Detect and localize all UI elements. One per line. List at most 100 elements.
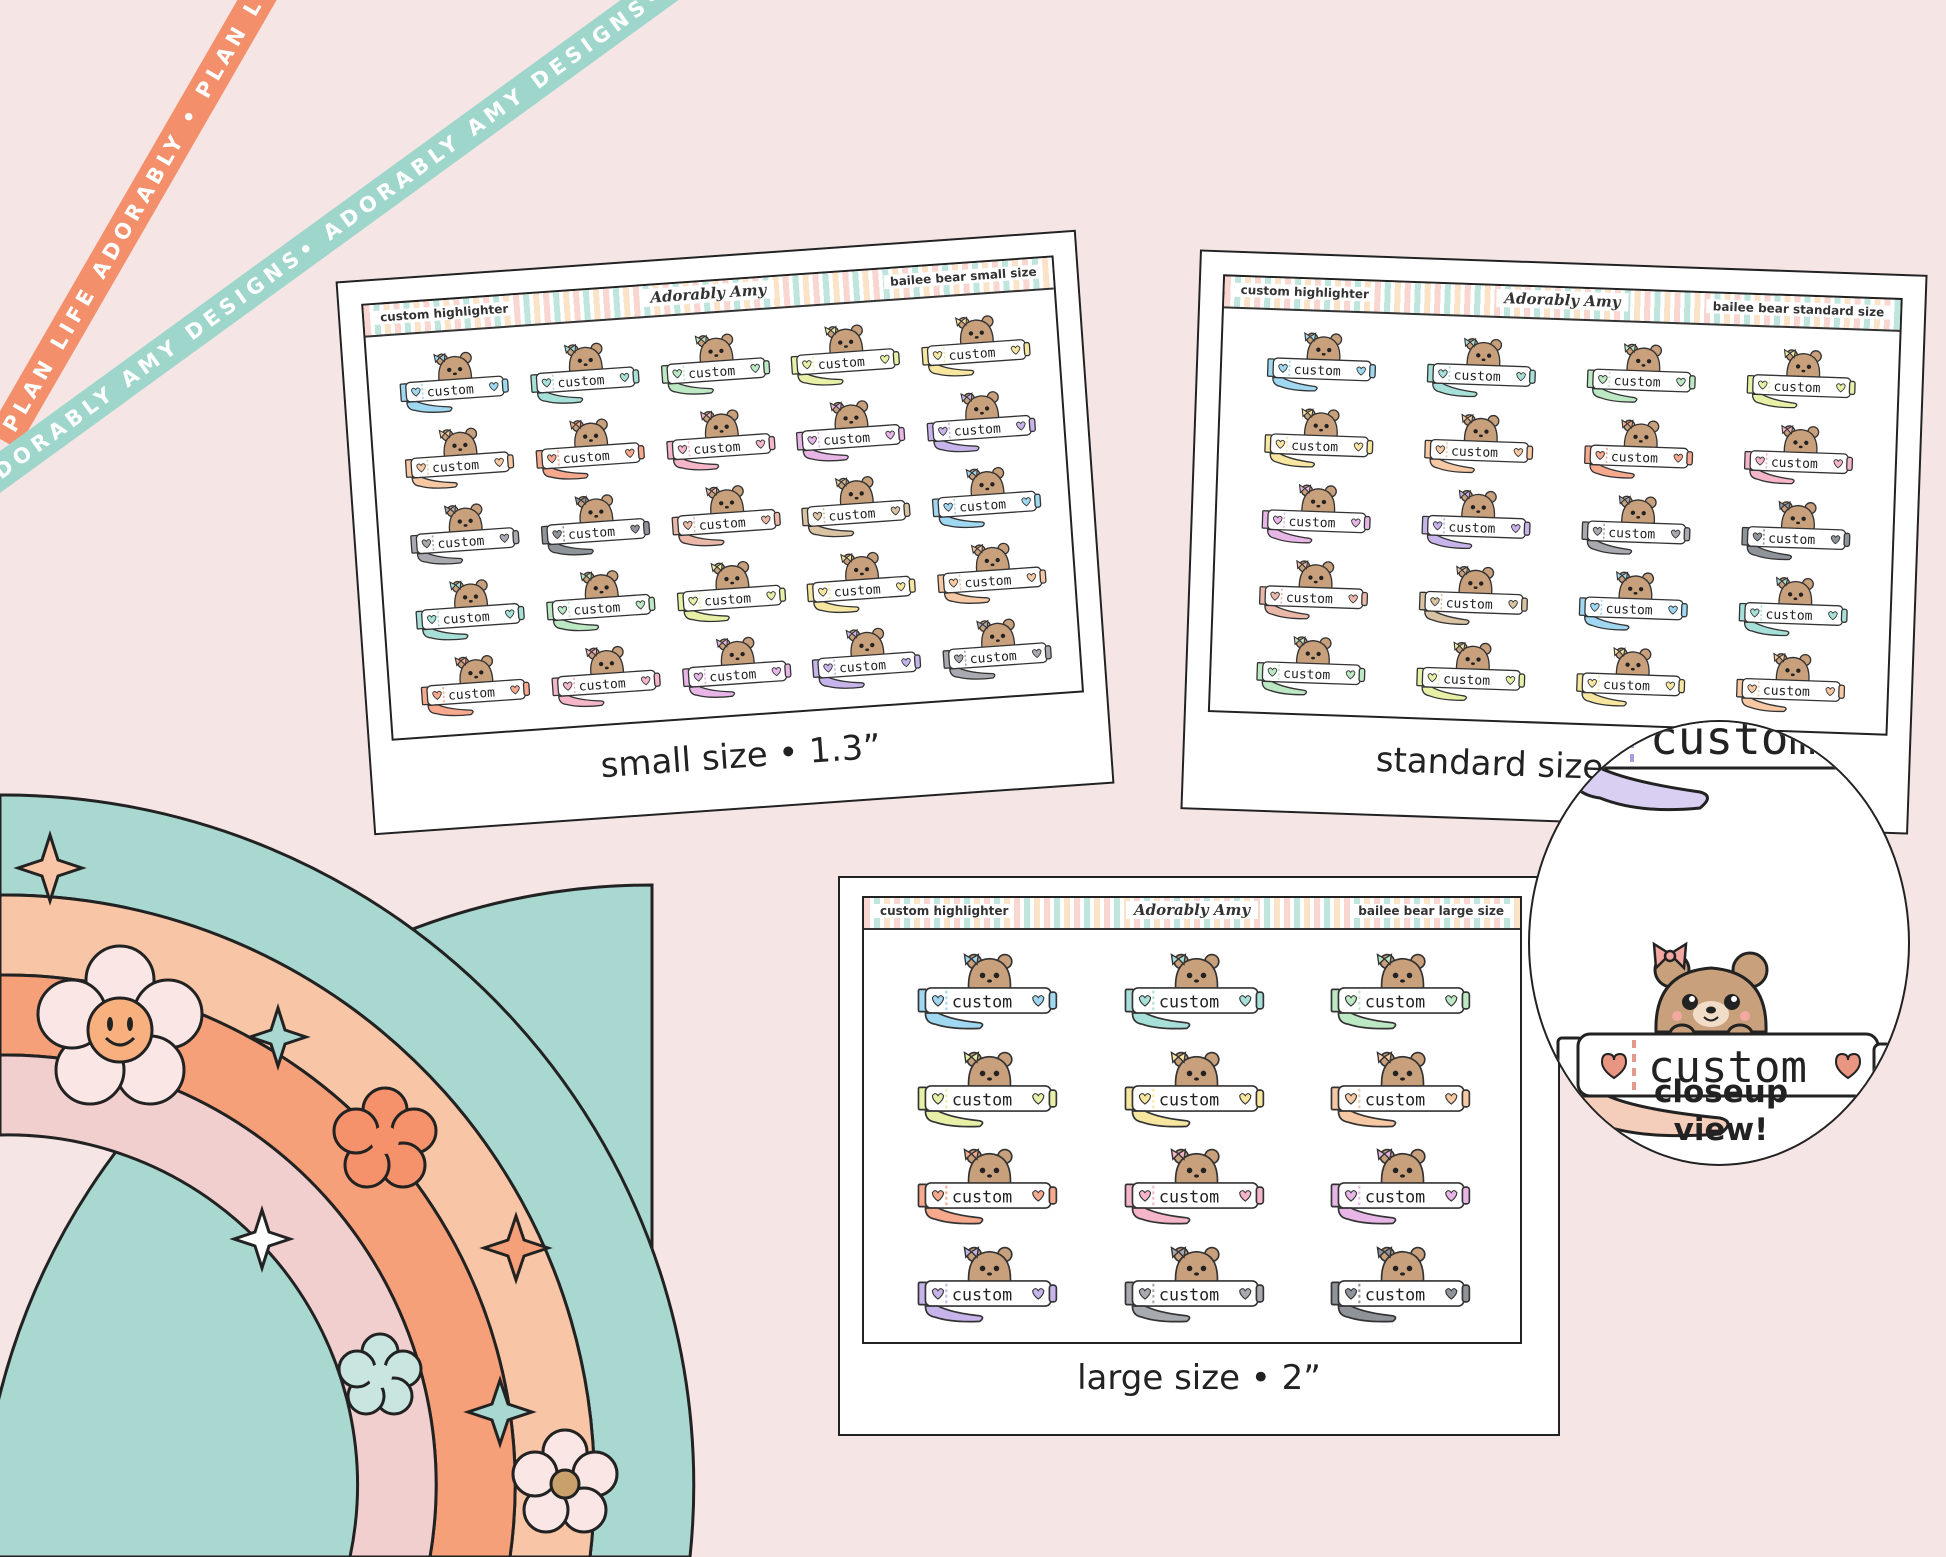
sticker-word: custom bbox=[1613, 374, 1661, 391]
sticker-word: custom bbox=[952, 991, 1012, 1011]
closeup-line-1: closeup bbox=[1654, 1074, 1788, 1110]
bear-highlighter-sticker: custom bbox=[1089, 1137, 1296, 1235]
sticker-word: custom bbox=[1443, 672, 1491, 689]
sticker-word: custom bbox=[442, 610, 490, 628]
bear-highlighter-sticker: custom bbox=[1708, 642, 1871, 724]
sticker-word: custom bbox=[1286, 591, 1334, 608]
sticker-word: custom bbox=[1448, 520, 1496, 537]
sticker-word: custom bbox=[693, 440, 741, 458]
bear-highlighter-sticker: custom bbox=[400, 567, 536, 652]
sticker-word: custom bbox=[562, 449, 610, 467]
bear-highlighter-sticker: custom bbox=[1228, 625, 1391, 707]
sheet-header: custom highlighter Adorably Amy bailee b… bbox=[864, 898, 1520, 930]
sheet-size-label: bailee bear standard size bbox=[1706, 299, 1891, 320]
bear-highlighter-sticker: custom bbox=[1553, 484, 1716, 566]
standard-size-sheet: custom highlighter Adorably Amy bailee b… bbox=[1207, 274, 1903, 736]
closeup-line-2: view! bbox=[1674, 1112, 1769, 1148]
sticker-word: custom bbox=[1159, 1284, 1219, 1304]
bear-highlighter-sticker: custom bbox=[1551, 560, 1714, 642]
bear-highlighter-sticker: custom bbox=[645, 321, 781, 406]
sticker-word: custom bbox=[1453, 368, 1501, 385]
bow-icon bbox=[1652, 941, 1688, 971]
small-size-card: custom highlighter Adorably Amy bailee b… bbox=[335, 229, 1115, 836]
sticker-word: custom bbox=[1283, 667, 1331, 684]
bear-highlighter-sticker: custom bbox=[1089, 1235, 1296, 1333]
sticker-word: custom bbox=[964, 573, 1012, 591]
sticker-word: custom bbox=[1365, 1186, 1425, 1206]
closeup-word: custom bbox=[1648, 1042, 1807, 1093]
standard-size-card: custom highlighter Adorably Amy bailee b… bbox=[1180, 249, 1928, 835]
sticker-word: custom bbox=[448, 685, 496, 703]
bear-highlighter-sticker: custom bbox=[384, 339, 520, 424]
closeup-circle: custom bbox=[1528, 720, 1910, 1166]
bear-highlighter-sticker: custom bbox=[515, 330, 651, 415]
sticker-word: custom bbox=[426, 382, 474, 400]
sticker-word: custom bbox=[1445, 596, 1493, 613]
closeup-stickers: custom bbox=[1556, 722, 1902, 1148]
bear-highlighter-sticker: custom bbox=[927, 606, 1063, 691]
sticker-word: custom bbox=[578, 676, 626, 694]
sticker-word: custom bbox=[567, 525, 615, 543]
smiley-flower-icon bbox=[36, 944, 204, 1106]
large-size-card: custom highlighter Adorably Amy bailee b… bbox=[838, 876, 1560, 1436]
bear-highlighter-sticker: custom bbox=[1236, 397, 1399, 479]
sticker-word: custom bbox=[1159, 1186, 1219, 1206]
sticker-word: custom bbox=[959, 497, 1007, 515]
sticker-word: custom bbox=[1365, 991, 1425, 1011]
daisy-icon bbox=[511, 1428, 619, 1534]
brand-logo: Adorably Amy bbox=[641, 279, 775, 308]
sticker-word: custom bbox=[969, 649, 1017, 667]
sticker-word: custom bbox=[1765, 607, 1813, 624]
bear-highlighter-sticker: custom bbox=[1234, 473, 1397, 555]
sticker-word: custom bbox=[1768, 532, 1816, 549]
sticker-word: custom bbox=[698, 516, 746, 534]
sticker-word: custom bbox=[828, 506, 876, 524]
bear-highlighter-sticker: custom bbox=[912, 379, 1048, 464]
bear-highlighter-sticker: custom bbox=[1295, 1137, 1502, 1235]
bear-highlighter-sticker: custom bbox=[882, 1137, 1089, 1235]
sparkle-icon bbox=[229, 1205, 295, 1273]
sticker-word: custom bbox=[1159, 1089, 1219, 1109]
bear-highlighter-sticker: custom bbox=[1388, 630, 1551, 712]
bear-highlighter-sticker: custom bbox=[520, 406, 656, 491]
sticker-word: custom bbox=[1288, 515, 1336, 532]
bear-highlighter-sticker: custom bbox=[776, 312, 912, 397]
heart-icon bbox=[1600, 1052, 1628, 1080]
sticker-word: custom bbox=[1294, 363, 1342, 380]
bear-highlighter-sticker: custom bbox=[882, 942, 1089, 1040]
bear-highlighter-sticker: custom bbox=[781, 388, 917, 473]
sticker-word: custom bbox=[1773, 380, 1821, 397]
sheet-title: custom highlighter bbox=[874, 904, 1015, 918]
bear-highlighter-sticker: custom bbox=[1396, 402, 1559, 484]
orange-flower-icon bbox=[332, 1086, 438, 1189]
sticker-word: custom bbox=[1611, 450, 1659, 467]
bear-icon bbox=[1652, 941, 1769, 1045]
sparkle-icon bbox=[13, 830, 87, 906]
sticker-word: custom bbox=[948, 346, 996, 364]
bear-highlighter-sticker: custom bbox=[531, 558, 667, 643]
bear-highlighter-sticker: custom bbox=[797, 615, 933, 700]
bear-highlighter-sticker: custom bbox=[1711, 566, 1874, 648]
sticker-word: custom bbox=[1291, 439, 1339, 456]
sticker-word: custom bbox=[1771, 456, 1819, 473]
bear-highlighter-sticker: custom bbox=[882, 1040, 1089, 1138]
bear-highlighter-sticker: custom bbox=[882, 1235, 1089, 1333]
bear-highlighter-sticker: custom bbox=[1719, 338, 1882, 420]
sticker-word: custom bbox=[703, 591, 751, 609]
bear-highlighter-sticker: custom bbox=[1393, 478, 1556, 560]
sheet-size-label: bailee bear large size bbox=[1352, 904, 1510, 918]
teal-flower-icon bbox=[337, 1332, 423, 1416]
bear-highlighter-sticker: custom bbox=[922, 530, 1058, 615]
sticker-word: custom bbox=[1605, 602, 1653, 619]
bear-highlighter-sticker: custom bbox=[1239, 321, 1402, 403]
sticker-word: custom bbox=[557, 373, 605, 391]
rainbow-decoration bbox=[0, 793, 696, 1557]
heart-icon bbox=[1834, 1052, 1862, 1080]
bear-highlighter-sticker: custom bbox=[1716, 414, 1879, 496]
bear-highlighter-sticker: custom bbox=[1559, 332, 1722, 414]
size-caption: large size • 2” bbox=[1077, 1358, 1321, 1398]
sticker-word: custom bbox=[839, 658, 887, 676]
sheet-size-label: bailee bear small size bbox=[883, 264, 1044, 290]
sheet-title: custom highlighter bbox=[1234, 282, 1376, 302]
brand-logo: Adorably Amy bbox=[1125, 901, 1259, 919]
